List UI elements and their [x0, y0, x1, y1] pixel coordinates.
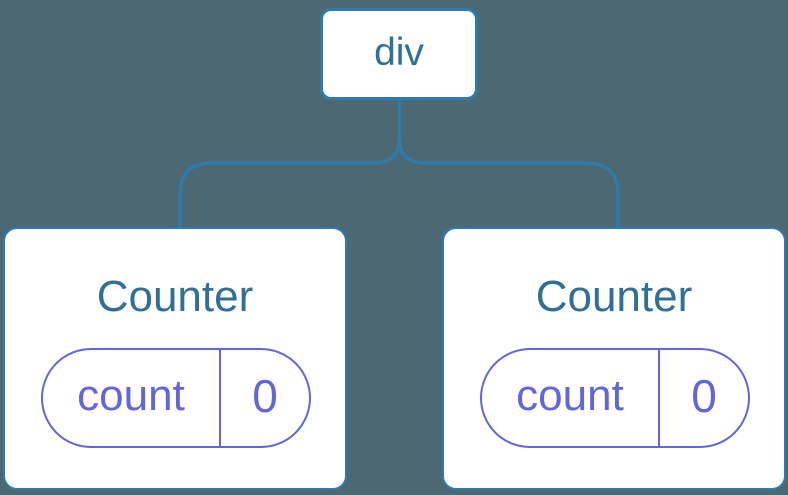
- counter-card-right-state-pill: count 0: [480, 348, 750, 448]
- state-name-cell: count: [482, 350, 660, 446]
- state-name-cell: count: [43, 350, 221, 446]
- counter-card-right-title: Counter: [535, 272, 693, 321]
- counter-card-left: Counter count 0: [3, 227, 347, 490]
- state-value-cell: 0: [252, 370, 278, 422]
- counter-card-left-title: Counter: [96, 272, 254, 321]
- connector-left-branch: [178, 98, 402, 229]
- counter-card-right: Counter count 0: [442, 227, 786, 490]
- state-value-cell: 0: [691, 370, 717, 422]
- root-node-label: div: [374, 30, 424, 74]
- connector-right-branch: [397, 98, 620, 229]
- counter-card-left-state-pill: count 0: [41, 348, 311, 448]
- root-node-div: div: [320, 8, 478, 100]
